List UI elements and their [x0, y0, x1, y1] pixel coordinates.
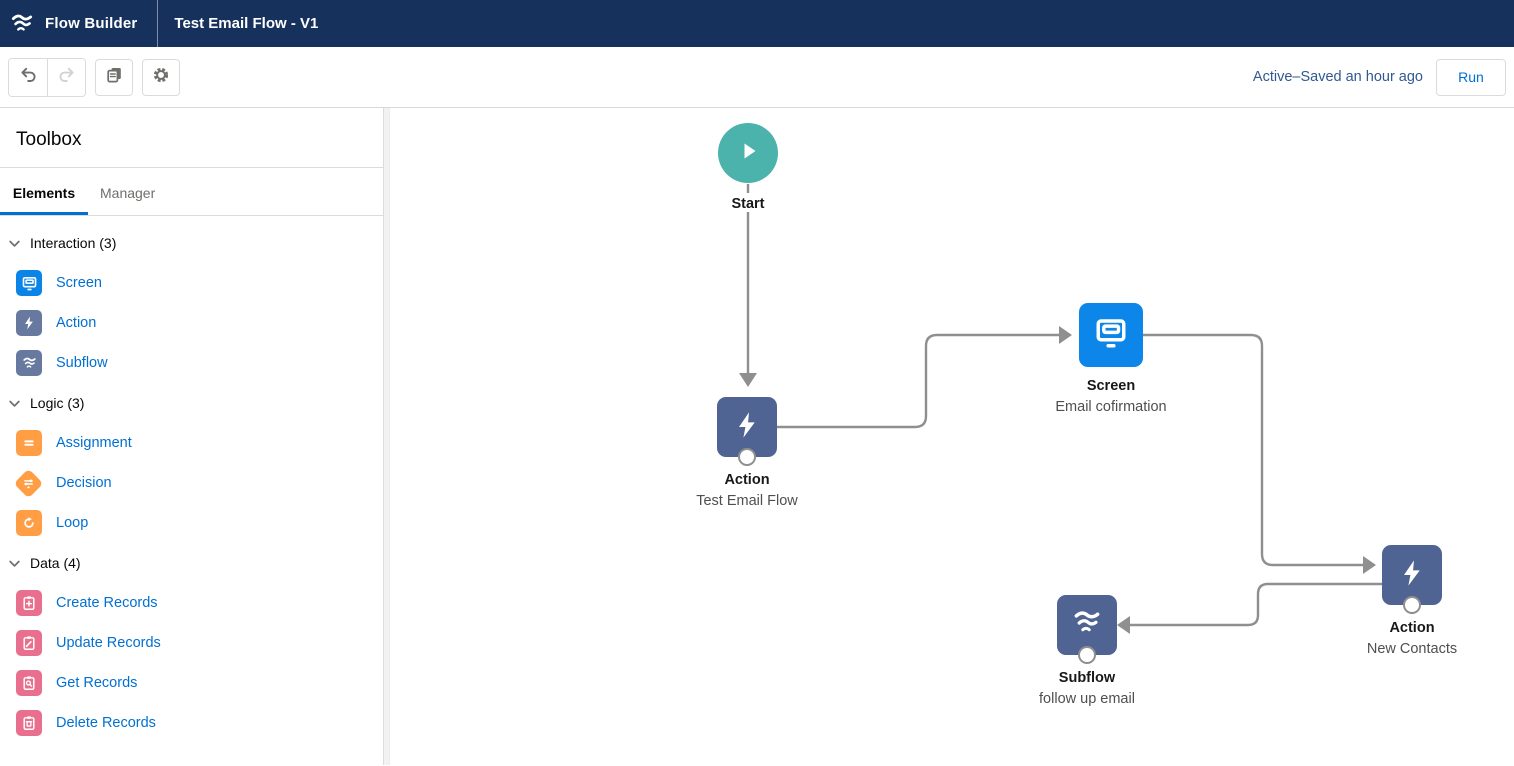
sidebar-item-screen[interactable]: Screen — [0, 263, 383, 303]
sidebar-item-label: Action — [56, 315, 97, 331]
builder-toolbar: Active–Saved an hour ago Run — [0, 47, 1514, 108]
sidebar-item-label: Assignment — [56, 435, 132, 451]
connector-handle[interactable] — [1078, 646, 1096, 664]
undo-icon — [19, 65, 38, 89]
sidebar-item-label: Get Records — [56, 675, 138, 691]
loop-refresh-icon — [16, 510, 42, 536]
decision-diamond-icon — [13, 468, 44, 498]
sidebar-item-decision[interactable]: Decision — [0, 463, 383, 503]
toolbox-panel: Toolbox Elements Manager Interaction (3) — [0, 108, 384, 765]
sidebar-item-label: Update Records — [56, 635, 161, 651]
toolbox-list: Interaction (3) Screen Action — [0, 216, 383, 743]
tab-elements[interactable]: Elements — [0, 185, 88, 215]
node-sublabel: Email cofirmation — [1055, 399, 1167, 415]
flow-logo-icon — [9, 11, 35, 37]
start-node-label: Start — [731, 196, 765, 212]
node-sublabel: follow up email — [1039, 691, 1135, 707]
toolbox-divider — [0, 167, 383, 168]
sidebar-item-delete-records[interactable]: Delete Records — [0, 703, 383, 743]
sidebar-item-label: Screen — [56, 275, 102, 291]
chevron-down-icon — [8, 557, 22, 570]
sidebar-item-subflow[interactable]: Subflow — [0, 343, 383, 383]
action-bolt-icon — [1396, 557, 1428, 594]
chevron-down-icon — [8, 397, 22, 410]
section-header-logic[interactable]: Logic (3) — [0, 383, 383, 423]
run-button[interactable]: Run — [1436, 58, 1506, 96]
navbar-divider — [157, 0, 159, 47]
subflow-icon — [16, 350, 42, 376]
undo-button[interactable] — [9, 58, 47, 96]
sidebar-item-label: Create Records — [56, 595, 158, 611]
settings-button[interactable] — [142, 58, 180, 96]
toolbox-tabs: Elements Manager — [0, 168, 383, 216]
action-bolt-icon — [16, 310, 42, 336]
start-node[interactable] — [718, 123, 778, 183]
section-label: Data (4) — [30, 555, 81, 571]
settings-gear-icon — [151, 65, 171, 90]
node-label: Screen — [1086, 378, 1136, 394]
connector-handle[interactable] — [738, 448, 756, 466]
action-node-test-email-flow[interactable] — [717, 397, 777, 457]
redo-icon — [57, 65, 76, 89]
app-header: Flow Builder Test Email Flow - V1 — [0, 0, 1514, 47]
section-header-interaction[interactable]: Interaction (3) — [0, 223, 383, 263]
screen-node-email-confirmation[interactable] — [1079, 303, 1143, 367]
undo-redo-group — [8, 57, 86, 97]
sidebar-item-get-records[interactable]: Get Records — [0, 663, 383, 703]
update-records-icon — [16, 630, 42, 656]
connector-handle[interactable] — [1403, 596, 1421, 614]
sidebar-item-assignment[interactable]: Assignment — [0, 423, 383, 463]
duplicate-button[interactable] — [95, 58, 133, 96]
flow-title: Test Email Flow - V1 — [174, 15, 319, 32]
toolbox-title: Toolbox — [16, 129, 82, 150]
node-sublabel: New Contacts — [1366, 641, 1458, 657]
chevron-down-icon — [8, 237, 22, 250]
sidebar-item-label: Delete Records — [56, 715, 156, 731]
delete-records-icon — [16, 710, 42, 736]
sidebar-item-action[interactable]: Action — [0, 303, 383, 343]
subflow-node-follow-up-email[interactable] — [1057, 595, 1117, 655]
screen-icon — [1093, 315, 1129, 356]
sidebar-item-loop[interactable]: Loop — [0, 503, 383, 543]
action-bolt-icon — [731, 409, 763, 446]
sidebar-item-label: Decision — [56, 475, 112, 491]
create-records-icon — [16, 590, 42, 616]
get-records-icon — [16, 670, 42, 696]
sidebar-item-update-records[interactable]: Update Records — [0, 623, 383, 663]
play-icon — [735, 138, 761, 169]
sidebar-item-create-records[interactable]: Create Records — [0, 583, 383, 623]
section-label: Interaction (3) — [30, 235, 117, 251]
node-sublabel: Test Email Flow — [696, 493, 798, 509]
node-label: Action — [1389, 620, 1435, 636]
tab-manager[interactable]: Manager — [100, 185, 156, 201]
flow-canvas[interactable]: Start Action Test Email Flow Screen Emai… — [390, 108, 1514, 765]
node-label: Subflow — [1058, 670, 1116, 686]
action-node-new-contacts[interactable] — [1382, 545, 1442, 605]
section-label: Logic (3) — [30, 395, 85, 411]
subflow-icon — [1070, 606, 1104, 645]
main-area: Toolbox Elements Manager Interaction (3) — [0, 108, 1514, 765]
duplicate-icon — [105, 65, 124, 89]
sidebar-item-label: Loop — [56, 515, 89, 531]
sidebar-scroll-gutter[interactable] — [384, 108, 390, 765]
flow-connectors — [739, 184, 1382, 634]
app-name: Flow Builder — [45, 15, 138, 32]
section-header-data[interactable]: Data (4) — [0, 543, 383, 583]
status-badge: Active–Saved an hour ago — [1252, 69, 1423, 85]
assignment-equals-icon — [16, 430, 42, 456]
redo-button[interactable] — [47, 58, 85, 96]
sidebar-item-label: Subflow — [56, 355, 108, 371]
toolbar-right: Active–Saved an hour ago Run — [1252, 58, 1506, 96]
node-label: Action — [724, 472, 770, 488]
screen-icon — [16, 270, 42, 296]
